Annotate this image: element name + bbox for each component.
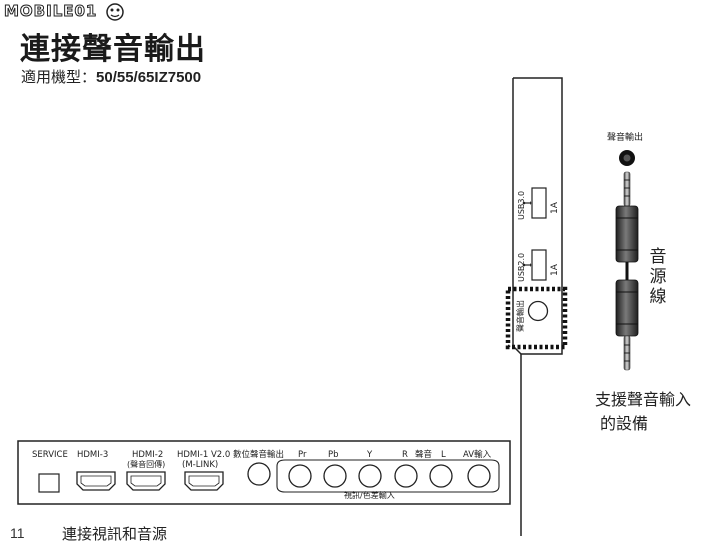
- watermark-face-icon: [106, 3, 124, 21]
- page-number: 11: [10, 525, 25, 541]
- audio-label: 聲音: [415, 449, 433, 460]
- page-title: 連接聲音輸出: [20, 32, 206, 67]
- side-panel-outline: [513, 77, 563, 536]
- bottom-plug: [615, 279, 639, 371]
- hdmi2-label: HDMI-2: [132, 450, 163, 460]
- hdmi3-label: HDMI-3: [77, 450, 108, 460]
- top-plug: [615, 171, 639, 263]
- usb3-port: [531, 187, 547, 219]
- service-label: SERVICE: [32, 450, 68, 460]
- hdmi1-label: HDMI-1 V2.0: [177, 450, 230, 460]
- l-label: L: [441, 450, 446, 460]
- device-label-line1: 支援聲音輸入: [595, 390, 692, 409]
- hdmi3-port: [76, 471, 116, 491]
- watermark-logo: MOBILE01: [3, 2, 98, 21]
- digital-audio-label: 數位聲音輸出: [233, 449, 284, 460]
- r-label: R: [402, 450, 408, 460]
- usb2-rating: 1A: [550, 263, 560, 276]
- video-in-label: 視訊/色差輸入: [344, 490, 395, 500]
- side-audio-out-label: 聲音輸出: [515, 300, 525, 332]
- usb3-rating: 1A: [550, 201, 560, 214]
- av-group-outline: [276, 459, 500, 493]
- cable-label: 音源線: [649, 247, 667, 307]
- section-title: 連接視訊和音源: [62, 525, 168, 543]
- usb3-label: USB3.0: [517, 191, 526, 220]
- usb2-port: [531, 249, 547, 281]
- pb-port: [323, 464, 347, 488]
- hdmi1-port: [184, 471, 224, 491]
- pb-label: Pb: [328, 450, 339, 460]
- usb2-label: USB2.0: [517, 253, 526, 282]
- model-number: 50/55/65IZ7500: [96, 69, 202, 86]
- usb2-symbol-icon: [522, 263, 532, 267]
- hdmi2-port: [126, 471, 166, 491]
- pr-label: Pr: [298, 450, 307, 460]
- pr-port: [288, 464, 312, 488]
- jack-label: 聲音輸出: [607, 133, 644, 143]
- av-in-label: AV輸入: [463, 449, 492, 460]
- audio-l-port: [429, 464, 453, 488]
- device-label-line2: 的設備: [600, 414, 649, 433]
- digital-audio-port: [247, 462, 271, 486]
- y-label: Y: [366, 450, 373, 460]
- bottom-panel-diagram: SERVICE HDMI-3 HDMI-2 (聲音回傳) HDMI-1 V2.0…: [17, 440, 511, 505]
- applicable-models: 適用機型：50/55/65IZ7500: [21, 66, 201, 87]
- audio-out-highlight-box: [505, 286, 568, 350]
- av-in-port: [467, 464, 491, 488]
- audio-cable-illustration: [615, 150, 639, 371]
- y-port: [358, 464, 382, 488]
- hdmi2-sublabel: (聲音回傳): [127, 459, 165, 469]
- audio-r-port: [394, 464, 418, 488]
- side-panel-diagram: USB3.0 1A USB2.0 1A 聲音輸出: [505, 77, 568, 536]
- side-audio-out-jack: [527, 300, 549, 322]
- models-label: 適用機型：: [21, 68, 97, 86]
- service-port: [38, 473, 60, 493]
- usb3-symbol-icon: [522, 201, 532, 205]
- hdmi1-sublabel: (M-LINK): [182, 460, 218, 470]
